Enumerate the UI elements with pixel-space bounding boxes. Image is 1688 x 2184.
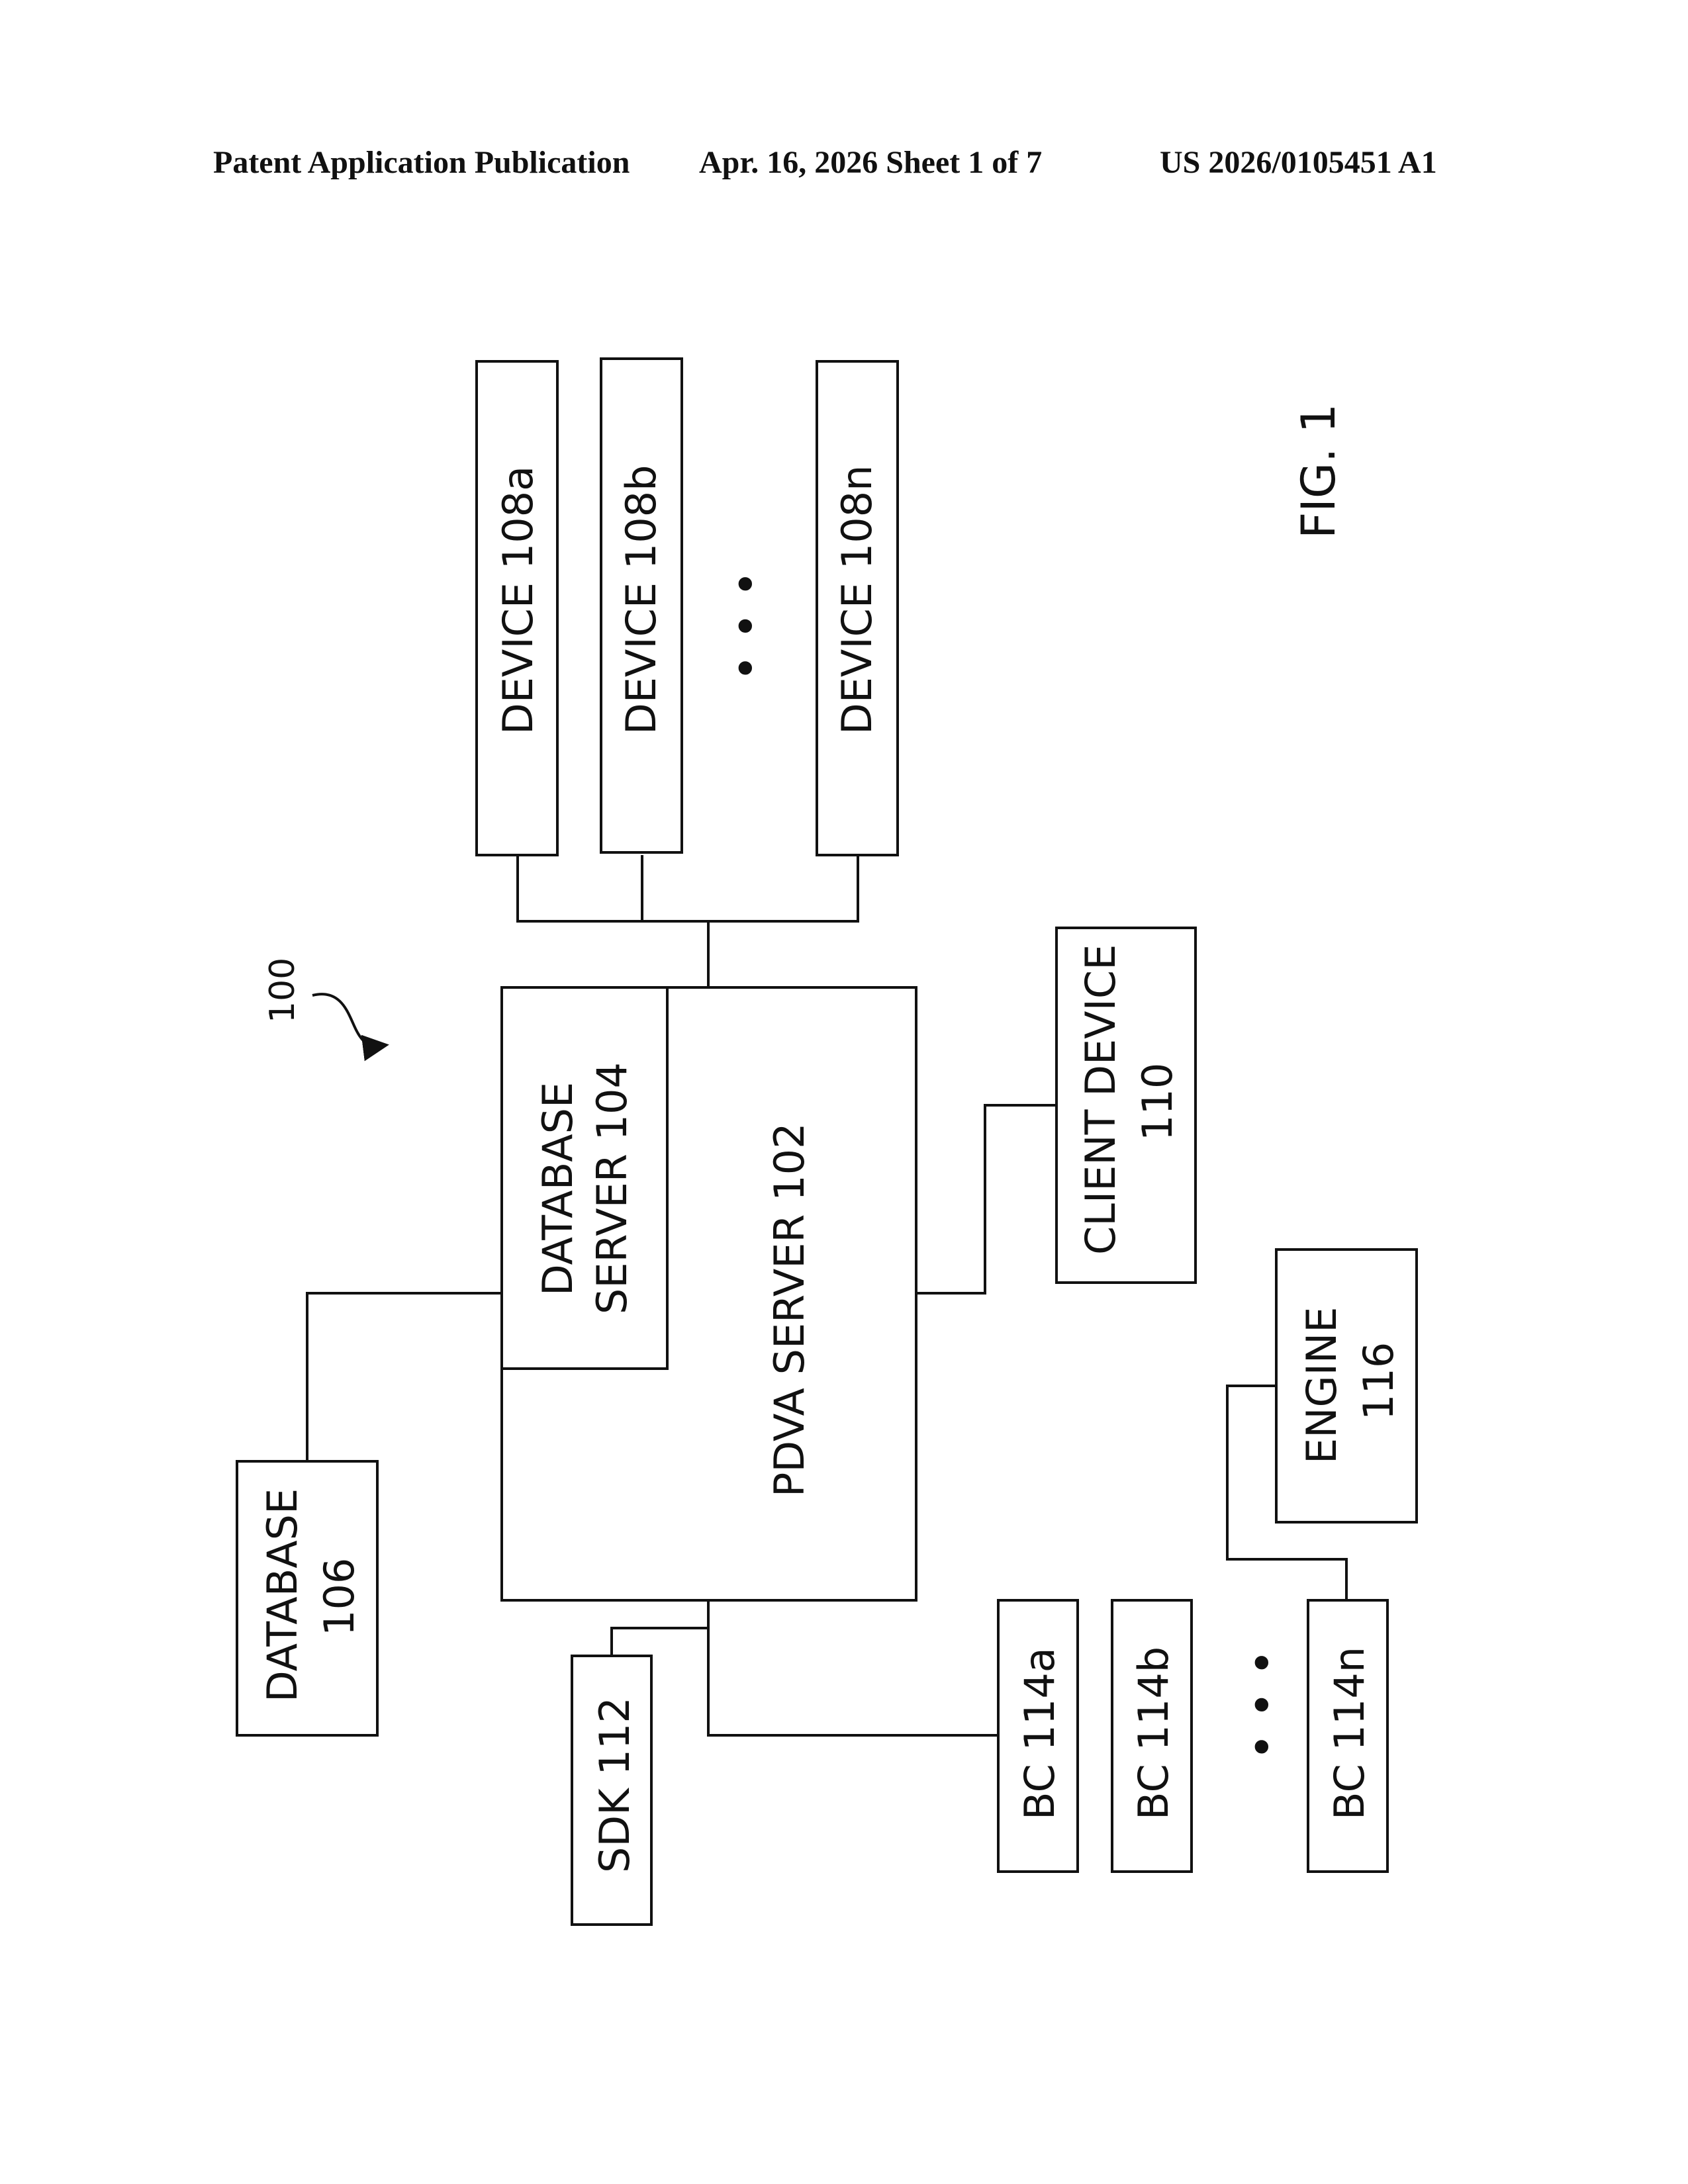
database-label-line1: DATABASE xyxy=(258,1488,306,1702)
client-device-label-line1: CLIENT DEVICE xyxy=(1076,944,1125,1255)
bc-114a-label: BC 114a xyxy=(1015,1647,1064,1820)
device-108a-label: DEVICE 108a xyxy=(494,466,542,735)
engine-box: ENGINE 116 xyxy=(1276,1250,1417,1522)
client-device-link xyxy=(916,1105,1056,1293)
database-link xyxy=(307,1293,502,1461)
bc-114b-box: BC 114b xyxy=(1112,1600,1192,1872)
bc-114n-box: BC 114n xyxy=(1308,1600,1387,1872)
devices-bus xyxy=(518,855,858,987)
database-box: DATABASE 106 xyxy=(237,1461,377,1735)
device-108b-label: DEVICE 108b xyxy=(617,465,665,735)
database-server-label-line2: SERVER 104 xyxy=(588,1062,636,1314)
database-label-line2: 106 xyxy=(315,1558,363,1636)
sdk-label: SDK 112 xyxy=(590,1697,639,1873)
database-server-box: DATABASE SERVER 104 xyxy=(502,987,667,1369)
devices-ellipsis: • • • xyxy=(720,570,774,682)
device-108n-label: DEVICE 108n xyxy=(833,465,881,735)
bc-114n-label: BC 114n xyxy=(1325,1647,1374,1820)
engine-label-line1: ENGINE xyxy=(1297,1307,1346,1464)
device-108a-box: DEVICE 108a xyxy=(477,361,557,855)
figure-label: FIG. 1 xyxy=(1291,404,1346,539)
database-server-label-line1: DATABASE xyxy=(534,1082,582,1296)
bc-114a-box: BC 114a xyxy=(998,1600,1078,1872)
bc-ellipsis: • • • xyxy=(1236,1649,1290,1760)
pdva-server-label: PDVA SERVER 102 xyxy=(765,1122,814,1497)
sdk-box: SDK 112 xyxy=(572,1656,651,1925)
client-device-label-line2: 110 xyxy=(1133,1063,1182,1141)
bc-114b-label: BC 114b xyxy=(1129,1647,1178,1820)
device-108n-box: DEVICE 108n xyxy=(817,361,898,855)
ref-100-arrow xyxy=(312,994,381,1046)
figure-reference-100: 100 xyxy=(263,958,303,1023)
client-device-box: CLIENT DEVICE 110 xyxy=(1056,928,1196,1283)
engine-label-line2: 116 xyxy=(1354,1342,1403,1420)
device-108b-box: DEVICE 108b xyxy=(601,359,682,852)
sdk-bc-link xyxy=(612,1600,998,1735)
